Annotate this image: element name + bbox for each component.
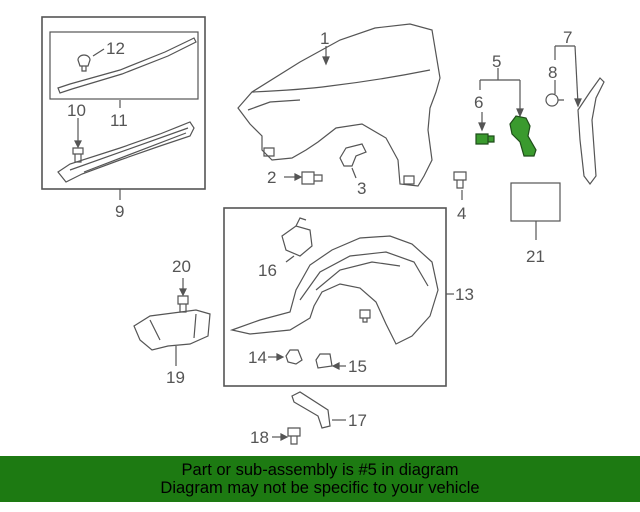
callout-10: 10	[67, 101, 86, 120]
callout-6: 6	[474, 93, 483, 112]
callout-8: 8	[548, 63, 557, 82]
callout-1: 1	[320, 29, 329, 48]
bolt-10	[72, 147, 84, 163]
callout-5: 5	[492, 52, 501, 71]
clip-12	[77, 54, 91, 72]
info-banner: Part or sub-assembly is #5 in diagram Di…	[0, 456, 640, 502]
seal-7	[577, 77, 605, 185]
callout-18: 18	[250, 428, 269, 447]
label-21	[510, 182, 561, 222]
callout-20: 20	[172, 257, 191, 276]
callout-11: 11	[110, 111, 128, 130]
bracket-19	[133, 309, 211, 351]
fender	[237, 23, 441, 187]
banner-line-2: Diagram may not be specific to your vehi…	[160, 479, 480, 497]
bolt-4	[453, 171, 467, 189]
callout-4: 4	[457, 204, 466, 223]
moulding-strip	[57, 37, 197, 94]
fender-liner	[229, 235, 439, 345]
cowl-bracket	[57, 121, 195, 183]
group-box-13	[223, 207, 447, 387]
group-box-9	[41, 16, 206, 190]
callout-12: 12	[106, 39, 125, 58]
callout-17: 17	[348, 411, 367, 430]
clip-8	[545, 93, 564, 107]
callout-9: 9	[115, 202, 124, 221]
bracket-3	[339, 143, 367, 167]
highlighted-bracket-5	[509, 115, 537, 157]
group-box-11	[49, 31, 199, 100]
callout-15: 15	[348, 357, 367, 376]
callout-21: 21	[526, 247, 545, 266]
sensor-16	[281, 217, 313, 257]
banner-line-1: Part or sub-assembly is #5 in diagram	[181, 461, 459, 479]
clip-14	[285, 349, 303, 365]
callout-3: 3	[357, 179, 366, 198]
bolt-20	[177, 295, 189, 313]
clip-15	[315, 353, 333, 369]
bolt-2	[301, 171, 323, 185]
callout-14: 14	[248, 348, 267, 367]
parts-diagram: 1 2 3 4 5 6 7 8 9 10 11 12 13 14 15 16 1…	[41, 16, 605, 447]
callout-13: 13	[455, 285, 474, 304]
callout-19: 19	[166, 368, 185, 387]
callout-16: 16	[258, 261, 277, 280]
callout-7: 7	[563, 28, 572, 47]
bolt-18	[287, 427, 301, 445]
highlighted-bolt-6	[475, 133, 495, 145]
callout-2: 2	[267, 168, 276, 187]
bracket-17	[291, 391, 331, 429]
